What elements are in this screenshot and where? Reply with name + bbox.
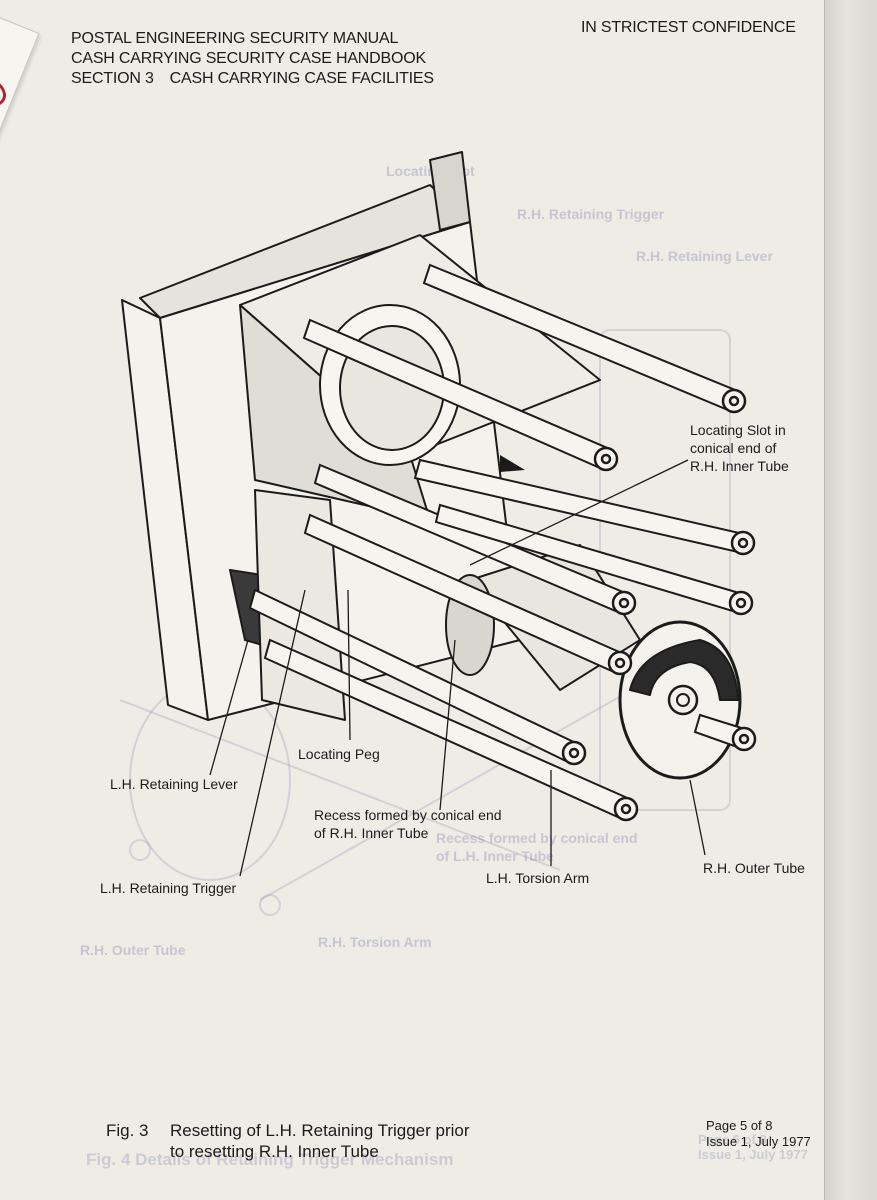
rod-ends (561, 388, 757, 822)
label-recess: Recess formed by conical end (314, 807, 502, 823)
flange (429, 151, 471, 231)
next-page-edge (824, 0, 877, 1200)
label-lh-retaining-trigger: L.H. Retaining Trigger (100, 880, 237, 896)
label-lh-torsion-arm: L.H. Torsion Arm (486, 870, 590, 886)
caption-line-1: Resetting of L.H. Retaining Trigger prio… (170, 1121, 470, 1140)
bleed-issue: Issue 1, July 1977 (698, 1147, 808, 1162)
label-rh-outer-tube: R.H. Outer Tube (703, 860, 805, 876)
bleed-page-number: Page 6 of 8 (698, 1132, 767, 1147)
handbook-title: CASH CARRYING SECURITY CASE HANDBOOK (71, 50, 426, 67)
manual-title: POSTAL ENGINEERING SECURITY MANUAL (71, 30, 399, 47)
inner-tube-bore (676, 693, 690, 707)
bleed-label-rh-torsion-arm: R.H. Torsion Arm (318, 934, 432, 950)
figure-number: Fig. 3 (106, 1121, 149, 1140)
guide-rods (248, 263, 750, 820)
trigger-mechanism-drawing (119, 151, 757, 916)
leader-lines (209, 459, 706, 877)
caption-line-2: to resetting R.H. Inner Tube (170, 1142, 379, 1161)
label-locating-slot: Locating Slot in (690, 422, 786, 438)
bleed-label-rh-retaining-trigger: R.H. Retaining Trigger (517, 206, 665, 222)
label-lh-retaining-lever: L.H. Retaining Lever (110, 776, 238, 792)
figure-caption: Fig. 3 Resetting of L.H. Retaining Trigge… (106, 1120, 470, 1162)
bleed-label-rh-outer-tube: R.H. Outer Tube (80, 942, 186, 958)
page-info: Page 5 of 8 Issue 1, July 1977 (706, 1118, 811, 1150)
page-number: Page 5 of 8 (706, 1118, 773, 1133)
label-locating-slot-2: conical end of (690, 440, 777, 456)
bleed-label-rh-retaining-lever: R.H. Retaining Lever (636, 248, 773, 264)
locating-slot-mark (500, 455, 525, 472)
manual-sheet: POSTAL ENGINEERING SECURITY MANUAL CASH … (0, 10, 811, 1169)
bleed-caption: Fig. 4 Details of Retaining Trigger Mech… (86, 1150, 454, 1169)
bleed-label-recess: Recess formed by conical end (436, 830, 638, 846)
label-recess-2: of R.H. Inner Tube (314, 825, 429, 841)
issue-date: Issue 1, July 1977 (706, 1134, 811, 1149)
bleed-label-recess-2: of L.H. Inner Tube (436, 848, 554, 864)
label-locating-peg: Locating Peg (298, 746, 380, 762)
section-title: CASH CARRYING CASE FACILITIES (169, 70, 434, 87)
bleed-page-info: Page 6 of 8 Issue 1, July 1977 (698, 1132, 808, 1162)
section-heading: SECTION 3 CASH CARRYING CASE FACILITIES (71, 69, 434, 88)
classification-mark: IN STRICTEST CONFIDENCE (581, 19, 796, 36)
section-number: SECTION 3 (71, 70, 154, 87)
label-locating-slot-3: R.H. Inner Tube (690, 458, 789, 474)
outer-tube-cutaway (629, 639, 739, 701)
